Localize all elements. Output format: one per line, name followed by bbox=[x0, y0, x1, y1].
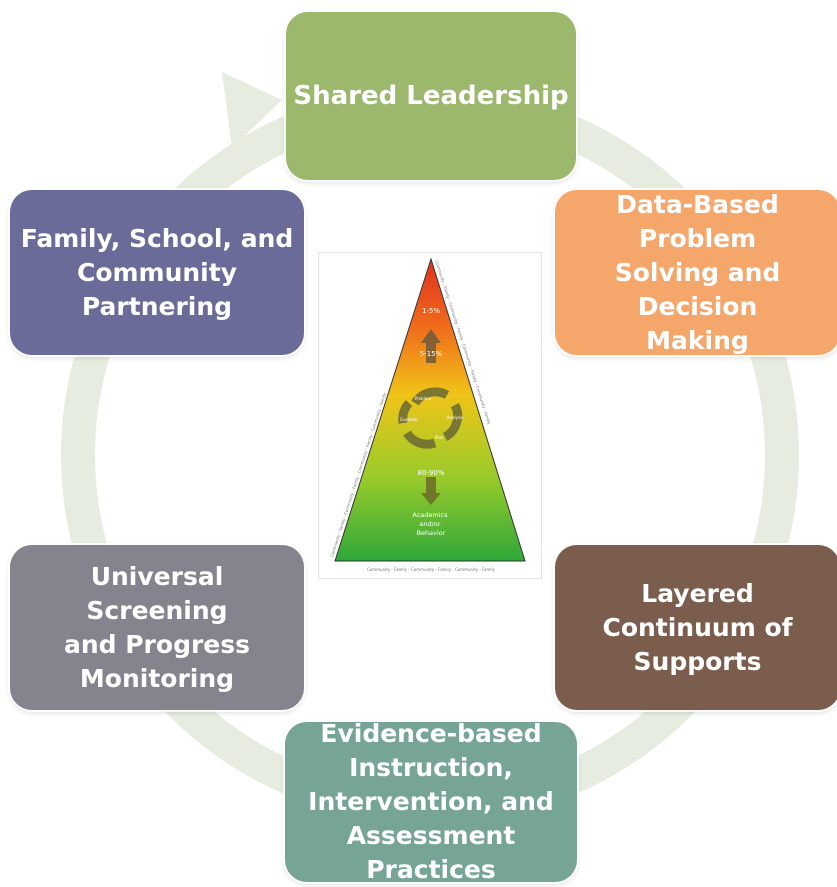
bottom-text: Community - Family - Community - Family … bbox=[367, 567, 496, 572]
tier-label-middle: 5-15% bbox=[420, 350, 443, 358]
triangle-svg: 1-5% 5-15% 80-90% Problem Analysis Plan … bbox=[329, 257, 526, 572]
family-school-community-box: Family, School, and Community Partnering bbox=[10, 190, 304, 355]
cycle-label-analysis: Analysis bbox=[447, 415, 463, 420]
tier-label-top: 1-5% bbox=[422, 307, 440, 315]
base-label: Academics and/or Behavior bbox=[412, 511, 449, 537]
layered-continuum-box: Layered Continuum of Supports bbox=[555, 545, 837, 710]
up-arrow-icon bbox=[421, 329, 441, 363]
cycle-label-plan: Plan bbox=[435, 435, 444, 440]
evidence-based-practices-box: Evidence-based Instruction, Intervention… bbox=[285, 719, 577, 884]
data-based-problem-solving-box: Data-Based Problem Solving and Decision … bbox=[555, 190, 837, 355]
cycle-arrowhead bbox=[222, 72, 282, 148]
cycle-arrows-icon bbox=[398, 387, 463, 449]
down-arrow-icon bbox=[421, 477, 441, 505]
cycle-label-evaluate: Evaluate bbox=[400, 417, 418, 422]
cycle-label-problem: Problem bbox=[415, 396, 431, 401]
tier-label-bottom: 80-90% bbox=[418, 469, 445, 477]
universal-screening-box: Universal Screening and Progress Monitor… bbox=[10, 545, 304, 710]
triangle-shape bbox=[334, 257, 526, 562]
shared-leadership-box: Shared Leadership bbox=[286, 12, 576, 180]
tiered-triangle-figure: 1-5% 5-15% 80-90% Problem Analysis Plan … bbox=[318, 252, 542, 579]
